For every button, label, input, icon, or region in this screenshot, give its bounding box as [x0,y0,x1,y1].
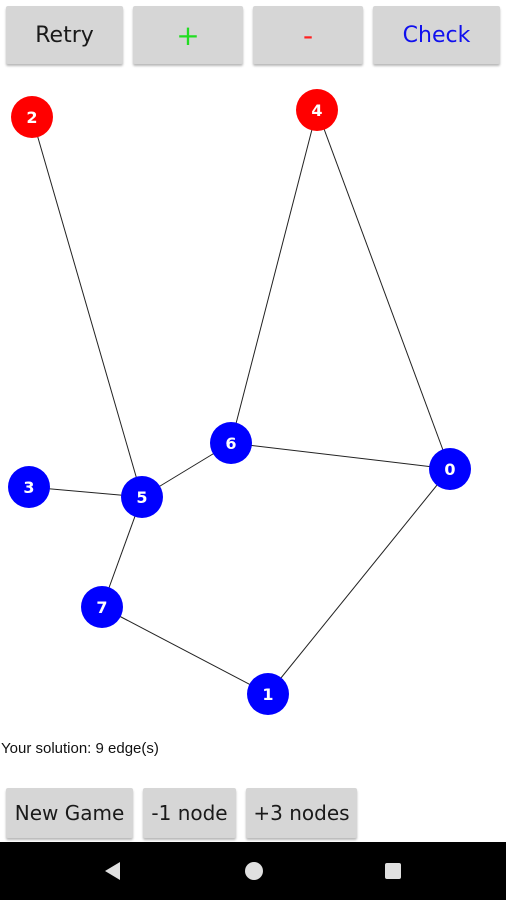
check-button[interactable]: Check [373,6,500,64]
edge-4-0 [316,109,451,470]
retry-button[interactable]: Retry [6,6,123,64]
graph-node-3[interactable]: 3 [8,466,50,508]
graph-node-5[interactable]: 5 [121,476,163,518]
graph-node-6[interactable]: 6 [210,422,252,464]
node-label: 4 [311,101,322,120]
node-circle[interactable] [11,96,53,138]
home-circle-icon[interactable] [243,860,265,882]
new-game-button[interactable]: New Game [6,788,133,838]
node-circle[interactable] [81,586,123,628]
node-circle[interactable] [210,422,252,464]
edge-6-0 [230,442,451,470]
back-triangle-icon[interactable] [102,860,124,882]
remove-button[interactable]: - [253,6,363,64]
node-circle[interactable] [429,448,471,490]
node-circle[interactable] [121,476,163,518]
edge-4-6 [230,109,318,444]
edge-7-1 [101,606,269,695]
node-circle[interactable] [296,89,338,131]
graph-node-2[interactable]: 2 [11,96,53,138]
node-label: 6 [225,434,236,453]
node-circle[interactable] [247,673,289,715]
node-label: 5 [136,488,147,507]
graph-node-4[interactable]: 4 [296,89,338,131]
edge-2-5 [31,116,143,498]
node-label: 2 [26,108,37,127]
solution-status: Your solution: 9 edge(s) [1,740,159,757]
recents-square-icon[interactable] [382,860,404,882]
node-label: 0 [444,460,455,479]
graph-node-1[interactable]: 1 [247,673,289,715]
edge-1-0 [267,468,451,695]
node-circle[interactable] [8,466,50,508]
remove-node-button[interactable]: -1 node [143,788,236,838]
node-label: 3 [23,478,34,497]
graph-canvas[interactable]: 0 1 2 3 4 5 6 7 [0,0,506,740]
graph-node-7[interactable]: 7 [81,586,123,628]
add-button[interactable]: + [133,6,243,64]
nodes-layer: 0 1 2 3 4 5 6 7 [8,89,471,715]
node-label: 7 [96,598,107,617]
system-nav-bar [0,842,506,900]
graph-node-0[interactable]: 0 [429,448,471,490]
add-nodes-button[interactable]: +3 nodes [246,788,357,838]
node-label: 1 [262,685,273,704]
